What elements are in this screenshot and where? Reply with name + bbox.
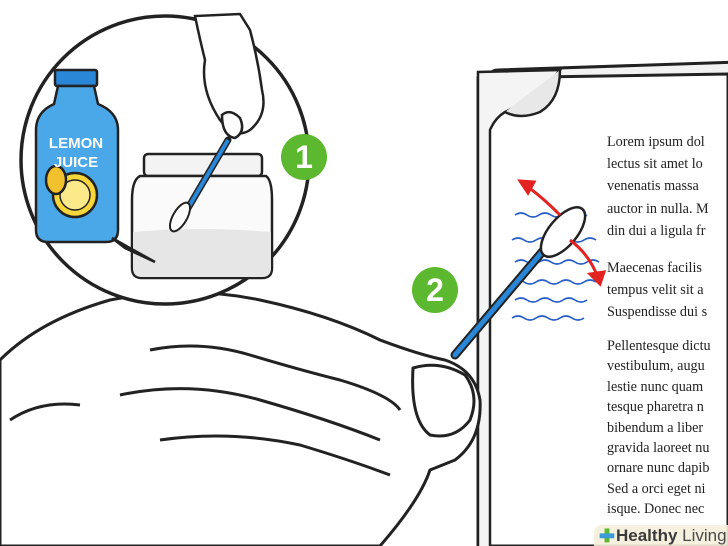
text-line: auctor in nulla. M: [607, 200, 709, 217]
document-paragraph-2: Maecenas facilis tempus velit sit a Susp…: [607, 257, 728, 324]
cotton-swab-on-paper: [450, 206, 587, 360]
document-paragraph-1: Lorem ipsum dol lectus sit amet lo venen…: [607, 131, 728, 242]
bottle-label: LEMON JUICE: [40, 134, 112, 172]
text-line: bibendum a liber: [607, 419, 704, 436]
text-line: venenatis massa: [607, 178, 699, 195]
bottle-label-line1: LEMON: [48, 135, 104, 152]
text-line: tesque pharetra n: [607, 399, 704, 416]
text-line: Pellentesque dictu: [607, 338, 711, 354]
text-line: Lorem ipsum dol: [607, 134, 705, 150]
text-line: Sed a orci eget ni: [607, 480, 706, 497]
text-line: Maecenas facilis: [607, 260, 702, 276]
rubbing-arrows-icon: [517, 179, 607, 287]
text-line: gravida laoreet nu: [607, 440, 710, 457]
small-swab: [168, 136, 232, 233]
text-line: Suspendisse dui s: [607, 304, 708, 321]
step-badge-1: 1: [281, 134, 327, 180]
paper-document: [476, 60, 728, 546]
watermark-regular: Living: [682, 526, 727, 545]
document-paragraph-3: Pellentesque dictu vestibulum, augu lest…: [607, 336, 728, 520]
step-badge-2: 2: [412, 267, 458, 313]
text-line: lestie nunc quam: [607, 378, 704, 395]
plus-leaf-icon: [599, 528, 615, 543]
text-line: isque. Donec nec: [607, 501, 705, 518]
glass-jar: [111, 152, 274, 280]
text-line: lectus sit amet lo: [607, 156, 703, 173]
healthy-living-watermark: Healthy Living: [594, 525, 728, 546]
inset-circle: [19, 12, 311, 306]
text-line: din dui a ligula fr: [607, 222, 706, 239]
hand-holding-swab: [0, 291, 482, 546]
text-line: tempus velit sit a: [607, 282, 704, 299]
text-line: ornare nunc dapib: [607, 460, 710, 477]
bottle-label-line2: JUICE: [53, 154, 99, 171]
text-line: vestibulum, augu: [607, 358, 705, 375]
watermark-bold: Healthy: [616, 526, 678, 545]
small-hand: [193, 12, 265, 140]
lemon-juice-bottle: [34, 68, 120, 244]
